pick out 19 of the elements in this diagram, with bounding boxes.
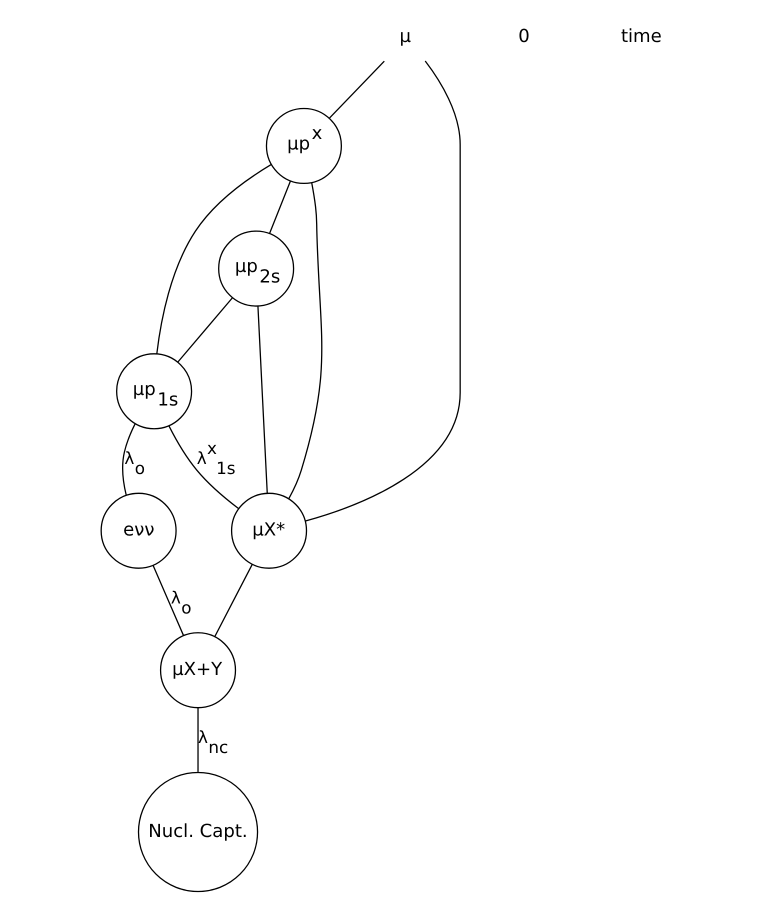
connector bbox=[168, 425, 240, 509]
label: 0 bbox=[518, 26, 530, 47]
node-circle: μX+Y bbox=[160, 632, 236, 708]
connector bbox=[156, 164, 272, 354]
node-circle: eνν bbox=[100, 492, 177, 568]
connector bbox=[268, 180, 291, 234]
connector bbox=[288, 182, 322, 498]
connector bbox=[152, 564, 184, 636]
connector bbox=[178, 296, 233, 362]
node-circle: Nucl. Capt. bbox=[138, 771, 258, 892]
node-text: μ bbox=[399, 26, 411, 47]
connector bbox=[257, 306, 268, 493]
connector bbox=[329, 60, 385, 118]
connector bbox=[122, 423, 136, 495]
label: time bbox=[620, 26, 662, 47]
connector bbox=[305, 60, 461, 522]
connector bbox=[214, 564, 253, 636]
node-circle: μX* bbox=[230, 492, 308, 568]
connector bbox=[197, 708, 199, 772]
